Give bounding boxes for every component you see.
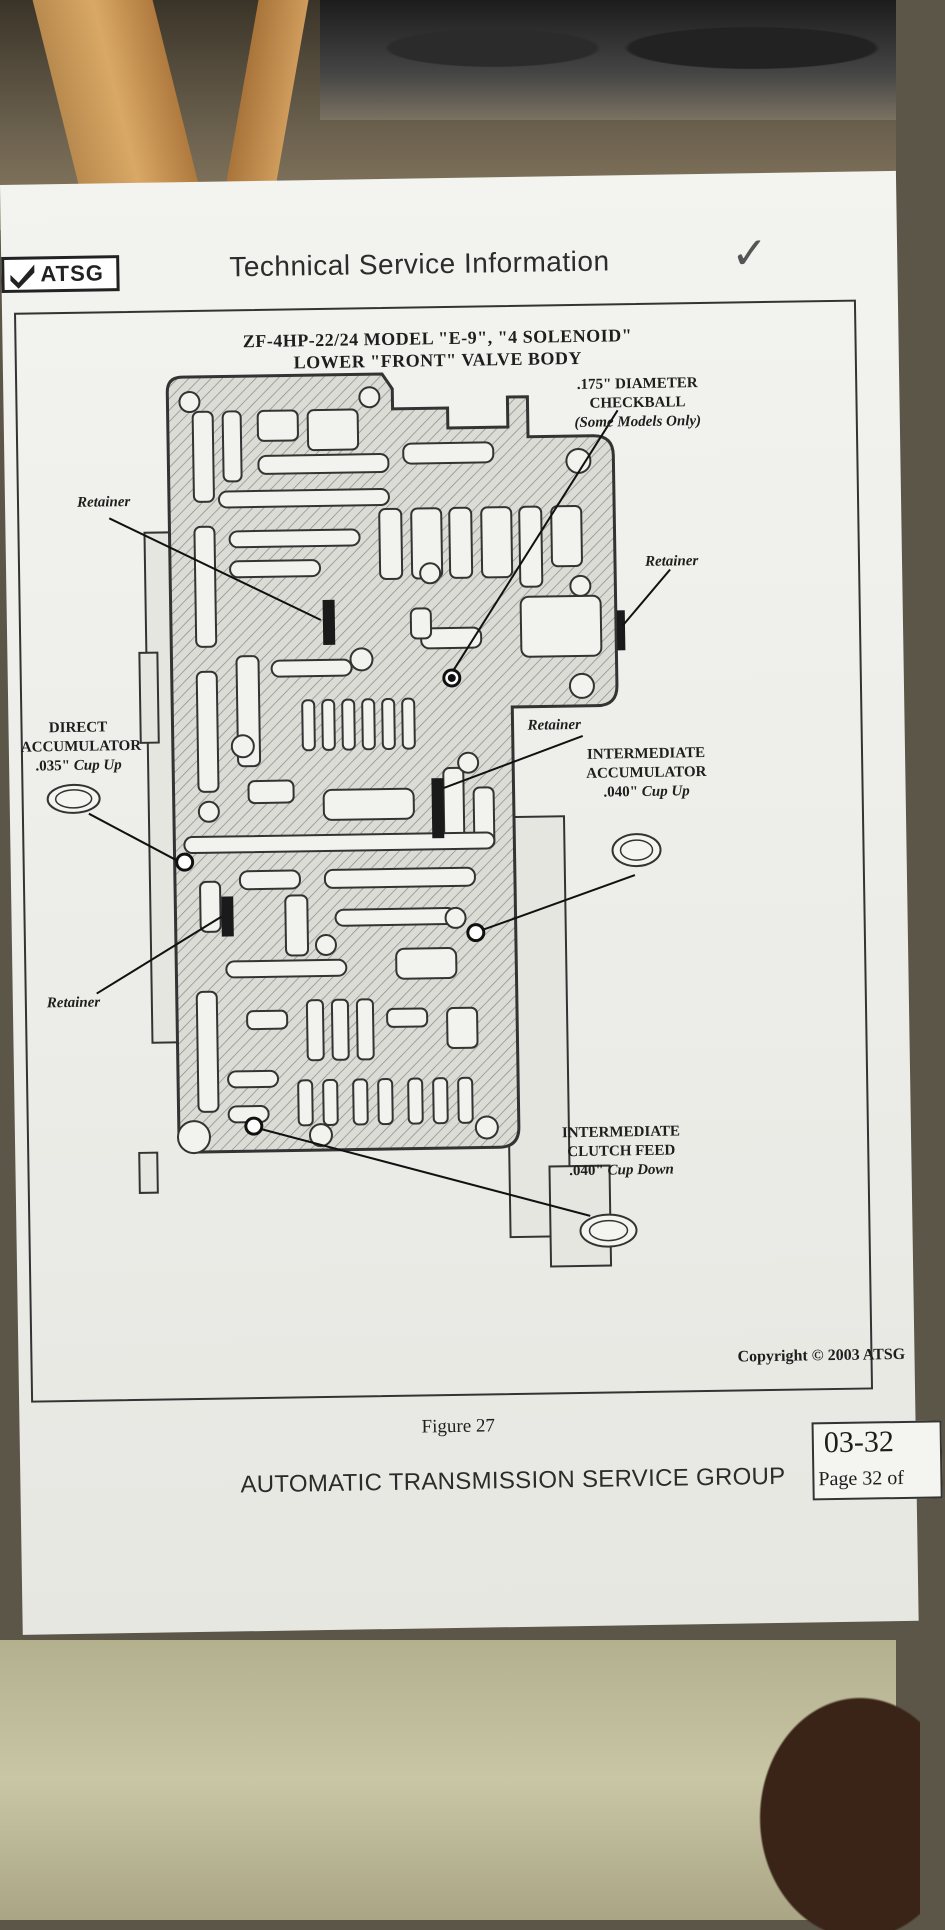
organization-name: AUTOMATIC TRANSMISSION SERVICE GROUP (240, 1462, 786, 1499)
intermediate-acc-line1: INTERMEDIATE (586, 744, 706, 763)
retainer-clips (221, 599, 626, 937)
fluid-passages (183, 408, 603, 1127)
wood-block (221, 0, 309, 210)
clutch-label-line1: INTERMEDIATE (561, 1123, 681, 1142)
clutch-label-line3: .040" Cup Down (541, 1160, 701, 1182)
cup-seal-icons (46, 783, 662, 1248)
valve-body-diagram (46, 372, 671, 1268)
foot-photo (720, 1650, 920, 1930)
intermediate-acc-line3: .040" Cup Up (571, 782, 721, 803)
checkball-label-line2: CHECKBALL (589, 394, 686, 412)
checkball-label-line3: (Some Models Only) (574, 413, 702, 432)
retainer-label-top-left: Retainer (76, 493, 131, 511)
direct-accumulator-label: DIRECT ACCUMULATOR .035" Cup Up (20, 718, 142, 777)
dumbbell-photo (320, 0, 896, 120)
handwritten-check-icon: ✓ (730, 227, 769, 280)
page-number-box: 03-32 Page 32 of (811, 1420, 943, 1501)
check-logo-icon (10, 264, 35, 289)
intermediate-acc-size: .040" (603, 784, 639, 801)
logo-text: ATSG (40, 260, 105, 287)
page-of-text: Page 32 of (818, 1466, 905, 1491)
retainer-label-center: Retainer (527, 716, 582, 734)
direct-label-line3: .035" Cup Up (21, 756, 136, 777)
atsg-logo: ATSG (1, 255, 120, 293)
checkball-label: .175" DIAMETER CHECKBALL (Some Models On… (562, 374, 713, 433)
intermediate-acc-line2: ACCUMULATOR (586, 763, 707, 782)
page-number: 03-32 (823, 1425, 895, 1460)
direct-label-line1: DIRECT (48, 719, 108, 737)
page-title: Technical Service Information (229, 245, 610, 283)
figure-frame: ZF-4HP-22/24 MODEL "E-9", "4 SOLENOID" L… (14, 299, 905, 1403)
clutch-orientation: Cup Down (607, 1161, 674, 1179)
figure-caption: Figure 27 (421, 1415, 496, 1438)
retainer-label-right: Retainer (644, 553, 699, 570)
direct-orientation: Cup Up (73, 757, 122, 774)
direct-size: .035" (35, 757, 71, 775)
bolt-holes (176, 386, 595, 1155)
copyright-text: Copyright © 2003 ATSG (737, 1345, 906, 1366)
intermediate-clutch-feed-label: INTERMEDIATE CLUTCH FEED .040" Cup Down (541, 1122, 702, 1182)
checkball-label-line1: .175" DIAMETER (576, 375, 698, 393)
direct-label-line2: ACCUMULATOR (20, 737, 142, 756)
clutch-size: .040" (569, 1162, 604, 1180)
intermediate-acc-orientation: Cup Up (641, 783, 690, 800)
document-page: ATSG Technical Service Information ✓ ZF-… (0, 170, 943, 1635)
leader-lines (88, 409, 671, 1217)
retainer-label-bottom-left: Retainer (46, 994, 101, 1012)
intermediate-accumulator-label: INTERMEDIATE ACCUMULATOR .040" Cup Up (571, 744, 722, 803)
checkball-markers (175, 668, 486, 1136)
clutch-label-line2: CLUTCH FEED (567, 1142, 676, 1161)
